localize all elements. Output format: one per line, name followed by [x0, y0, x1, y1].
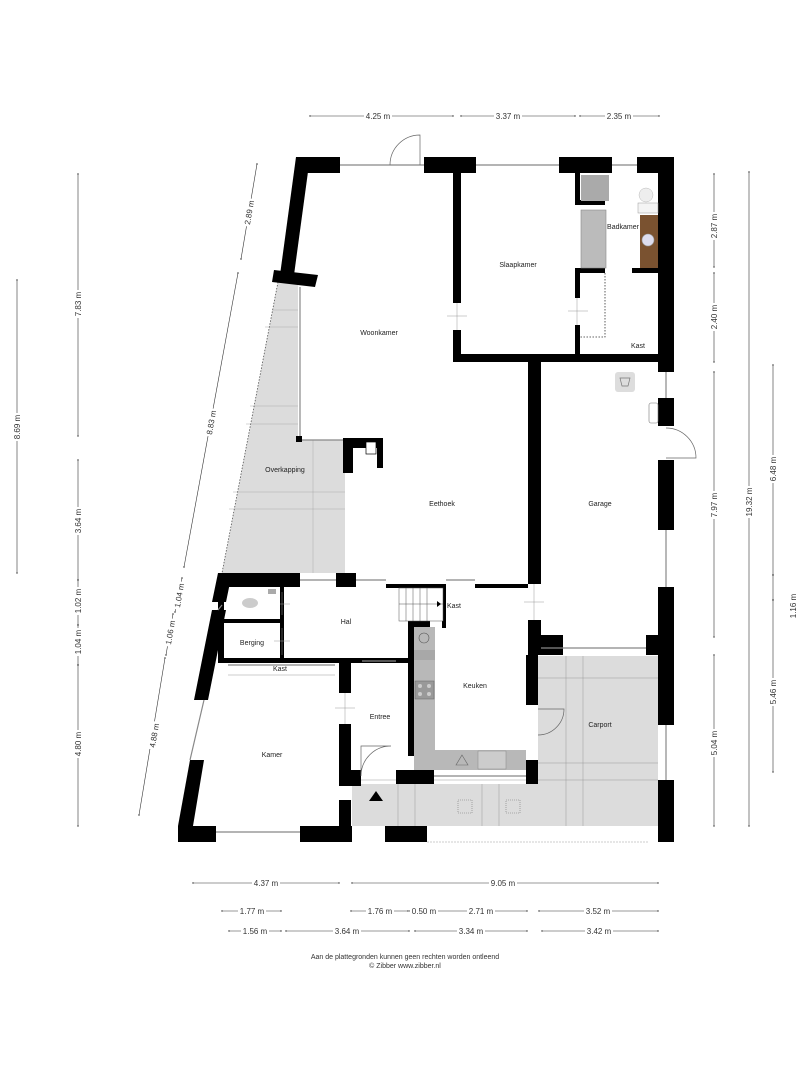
- dim-bottom-3: 1.77 m: [240, 907, 265, 916]
- disclaimer-text: Aan de plattegronden kunnen geen rechten…: [310, 954, 500, 961]
- stairs-arrow-icon: [437, 601, 441, 607]
- dim-left-1: 7.83 m: [74, 291, 83, 316]
- room-label-kast-hal: Kast: [447, 603, 461, 610]
- dim-left-3: 1.02 m: [74, 588, 83, 613]
- dim-bottom-1: 4.37 m: [254, 879, 279, 888]
- room-label-kamer: Kamer: [262, 752, 283, 759]
- copyright-text: © Zibber www.zibber.nl: [369, 963, 441, 970]
- dim-right-4: 5.04 m: [710, 730, 719, 755]
- washing-machine-icon: [615, 372, 635, 392]
- windows: [189, 164, 667, 833]
- room-label-carport: Carport: [588, 722, 611, 729]
- dim-diag-1: 2.89 m: [243, 199, 256, 225]
- sink-icon: [641, 233, 655, 247]
- room-label-entree: Entree: [370, 714, 391, 721]
- dim-bottom-7: 3.52 m: [586, 907, 611, 916]
- room-label-keuken: Keuken: [463, 683, 487, 690]
- dim-bottom-8: 1.56 m: [243, 927, 268, 936]
- dim-left-5: 4.80 m: [74, 731, 83, 756]
- dim-right-outer-1: 6.48 m: [769, 456, 778, 481]
- dim-bottom-5: 0.50 m: [412, 907, 437, 916]
- dim-diag-3: 1.04 m: [173, 582, 186, 608]
- dim-top-1: 4.25 m: [366, 112, 391, 121]
- dim-top-3: 2.35 m: [607, 112, 632, 121]
- room-label-kast-bad: Kast: [631, 343, 645, 350]
- fixtures: [228, 175, 659, 770]
- dim-bottom-2: 9.05 m: [491, 879, 516, 888]
- dim-diag-4: 1.06 m: [164, 619, 177, 645]
- stove-icon: [414, 680, 435, 700]
- dim-right-total: 19.32 m: [745, 487, 754, 516]
- room-label-slaapkamer: Slaapkamer: [499, 262, 537, 269]
- room-label-eethoek: Eethoek: [429, 501, 455, 508]
- room-label-garage: Garage: [588, 501, 611, 508]
- footer: Aan de plattegronden kunnen geen rechten…: [0, 953, 810, 971]
- dim-bottom-11: 3.42 m: [587, 927, 612, 936]
- room-label-badkamer: Badkamer: [607, 224, 640, 231]
- doors: [360, 134, 697, 777]
- dim-diag-5: 4.88 m: [148, 722, 161, 748]
- kitchen-sink-icon: [477, 750, 507, 770]
- toilet-icon: [638, 187, 654, 203]
- dim-top-2: 3.37 m: [496, 112, 521, 121]
- dim-bottom-6: 2.71 m: [469, 907, 494, 916]
- toilet-icon-2: [242, 598, 258, 608]
- entrance-arrow-icon: [369, 791, 383, 801]
- dim-right-3: 7.97 m: [710, 492, 719, 517]
- dim-right-2: 2.40 m: [710, 304, 719, 329]
- dim-left-outer: 8.69 m: [13, 414, 22, 439]
- dim-right-outer-3: 5.46 m: [769, 679, 778, 704]
- dim-bottom-4: 1.76 m: [368, 907, 393, 916]
- carport-area: [352, 656, 658, 843]
- room-label-overkapping: Overkapping: [265, 467, 305, 474]
- dim-left-4: 1.04 m: [74, 629, 83, 654]
- walls: [178, 157, 674, 842]
- door-openings: [274, 298, 588, 724]
- dim-left-2: 3.64 m: [74, 508, 83, 533]
- overkapping-area: [221, 281, 345, 574]
- dim-right-1: 2.87 m: [710, 213, 719, 238]
- extractor-icon: [418, 632, 430, 644]
- dim-bottom-9: 3.64 m: [335, 927, 360, 936]
- room-label-hal: Hal: [341, 619, 352, 626]
- room-label-kast-kamer: Kast: [273, 666, 287, 673]
- dim-bottom-10: 3.34 m: [459, 927, 484, 936]
- dim-diag-2: 8.83 m: [205, 409, 218, 435]
- room-label-berging: Berging: [240, 640, 264, 647]
- dim-right-outer-2: 1.16 m: [789, 593, 798, 618]
- room-label-woonkamer: Woonkamer: [360, 330, 398, 337]
